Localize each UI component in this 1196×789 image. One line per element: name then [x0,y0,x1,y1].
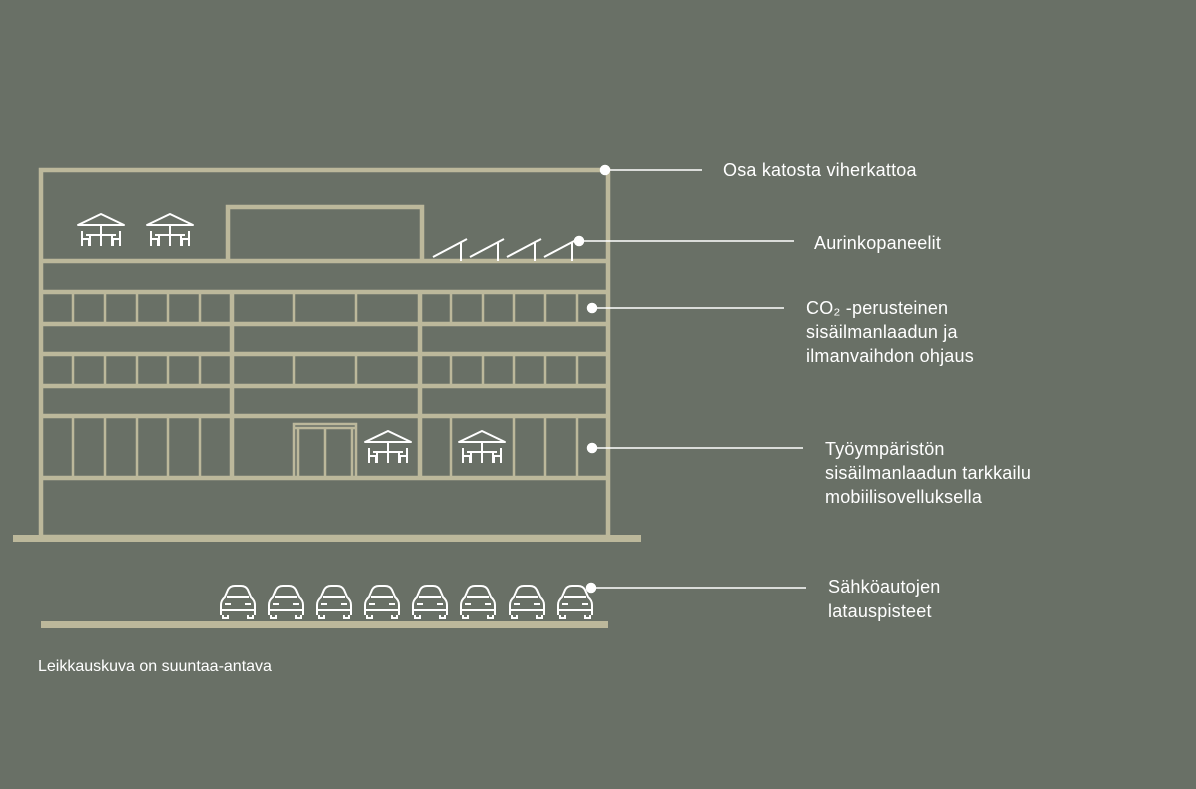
solar-panel-icon [506,238,542,262]
callout-solar-panels: Aurinkopaneelit [814,233,942,253]
solar-panel-icon [432,238,468,262]
car-icon [412,585,448,619]
callout-green-roof: Osa katosta viherkattoa [723,160,917,180]
building-structure [38,167,611,540]
callout-leaders [573,164,806,594]
ground-slab [13,535,641,542]
rooftop-structure [225,204,425,261]
callout-dot [585,582,597,594]
callout-ev-charging: Sähköautojen latauspisteet [828,577,941,621]
callout-air-monitoring: Työympäristön sisäilmanlaadun tarkkailu … [825,439,1032,507]
car-icon [220,585,256,619]
callout-dot [586,442,598,454]
solar-panel-icon [543,238,579,262]
callout-co2-control: CO₂ -perusteinen sisäilmanlaadun ja ilma… [806,298,974,366]
entrance-door-icon [292,422,358,478]
callout-dot [599,164,611,176]
callout-dot [586,302,598,314]
window-mullions [71,292,579,478]
car-icon [316,585,352,619]
diagram-caption: Leikkauskuva on suuntaa-antava [38,658,272,675]
parking-slab [41,621,608,628]
umbrella-table-icon [146,213,194,247]
umbrella-table-icon [77,213,125,247]
solar-panel-icon [469,238,505,262]
car-icon [460,585,496,619]
umbrella-table-icon [364,430,412,464]
car-icon [364,585,400,619]
car-icon [509,585,545,619]
umbrella-table-icon [458,430,506,464]
car-icon [268,585,304,619]
callout-dot [573,235,585,247]
